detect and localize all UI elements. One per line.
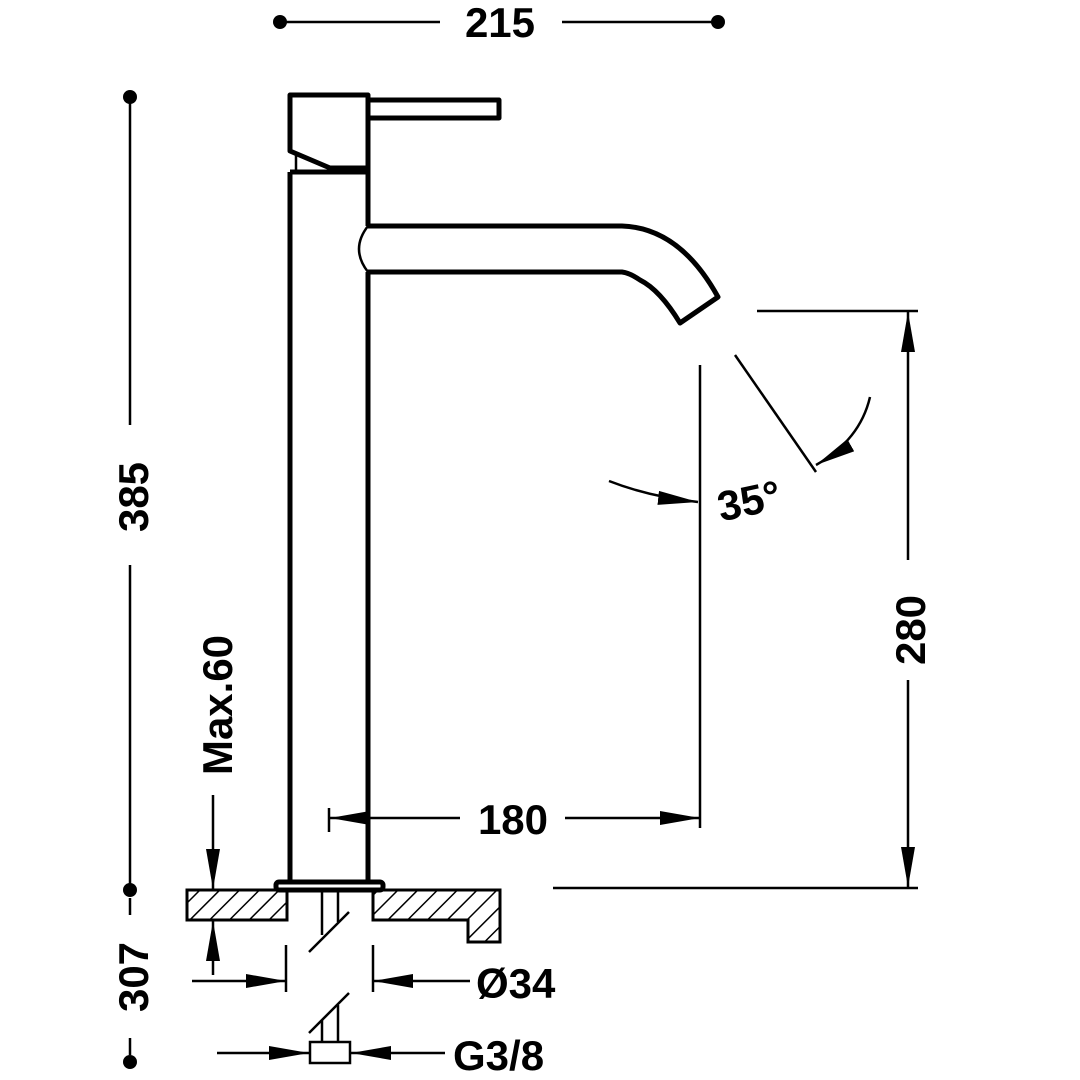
hole-label: Ø34 — [476, 960, 556, 1007]
dimension-angle: 35° — [608, 354, 872, 530]
dimension-height: 385 — [110, 90, 157, 897]
supply-pipes — [308, 890, 352, 1065]
max-thickness-label: Max.60 — [194, 635, 241, 775]
dimension-reach: 180 — [327, 365, 702, 843]
spout-height-label: 280 — [887, 595, 934, 665]
dimension-below-counter: 307 — [110, 898, 157, 1069]
connector — [308, 1040, 352, 1065]
width-label: 215 — [465, 0, 535, 46]
dimension-hole: Ø34 — [192, 945, 556, 1007]
dimension-connection: G3/8 — [217, 1032, 544, 1079]
spout — [368, 223, 721, 326]
angle-label: 35° — [713, 471, 785, 530]
dimension-counter-thickness: Max.60 — [194, 635, 241, 975]
reach-label: 180 — [478, 796, 548, 843]
dimension-width: 215 — [273, 0, 725, 46]
faucet-body — [273, 92, 721, 893]
lever-handle — [365, 97, 502, 121]
below-counter-label: 307 — [110, 942, 157, 1012]
connection-label: G3/8 — [453, 1032, 544, 1079]
height-label: 385 — [110, 462, 157, 532]
dimension-spout-height: 280 — [553, 309, 934, 890]
base-plate — [273, 879, 386, 893]
countertop — [185, 888, 502, 944]
